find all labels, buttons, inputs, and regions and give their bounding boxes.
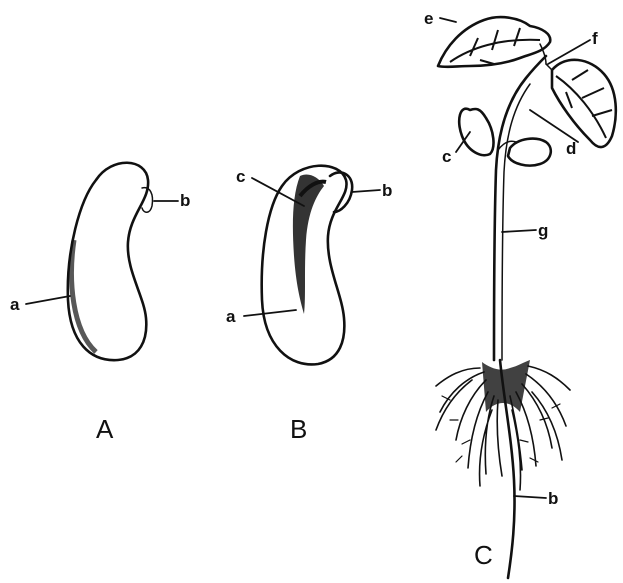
figure-b-opened-seed: c b a B	[226, 166, 392, 444]
leader-c-b	[514, 496, 546, 498]
leader-b-b	[352, 190, 380, 192]
caption-b: B	[290, 414, 307, 444]
label-c-b: b	[548, 489, 558, 508]
seedling-stem-inner	[502, 84, 530, 360]
leader-c-d	[530, 110, 578, 142]
label-a-b: b	[180, 191, 190, 210]
label-a-a: a	[10, 295, 20, 314]
label-b-c: c	[236, 167, 245, 186]
root-system	[436, 360, 570, 578]
seed-b-coat-flap	[330, 172, 352, 212]
leader-b-a	[244, 310, 296, 316]
figure-c-seedling: e f c d g b C	[424, 9, 616, 578]
cotyledon-left	[459, 109, 493, 155]
label-c-f: f	[592, 29, 598, 48]
leader-c-e	[440, 18, 456, 22]
leaf-right-veins	[556, 70, 612, 138]
label-c-c: c	[442, 147, 451, 166]
label-b-a: a	[226, 307, 236, 326]
seed-b-embryo	[293, 174, 324, 314]
label-b-b: b	[382, 181, 392, 200]
caption-c: C	[474, 540, 493, 570]
leader-a-a	[26, 296, 70, 304]
leaf-e-veins	[450, 28, 540, 64]
leader-c-g	[502, 230, 536, 232]
cotyledon-right	[508, 139, 551, 166]
label-c-e: e	[424, 9, 433, 28]
caption-a: A	[96, 414, 114, 444]
label-c-d: d	[566, 139, 576, 158]
label-c-g: g	[538, 221, 548, 240]
figure-a-seed: b a A	[10, 163, 190, 444]
leaf-right-petiole	[546, 64, 552, 70]
